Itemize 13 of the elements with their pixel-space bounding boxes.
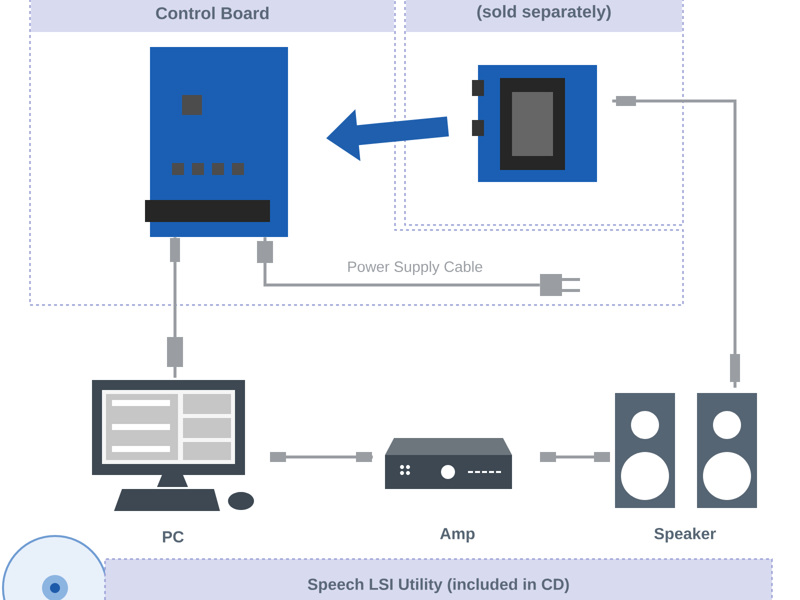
device-label: Amp bbox=[440, 528, 475, 542]
power-plug bbox=[540, 274, 580, 296]
arrow bbox=[612, 96, 740, 388]
utility-band: Speech LSI Utility (included in CD) bbox=[104, 558, 773, 600]
device-label: PC bbox=[162, 531, 184, 542]
arrow bbox=[270, 452, 373, 462]
arrow bbox=[540, 452, 610, 462]
arrow bbox=[167, 237, 183, 378]
edge-label: Power Supply Cable bbox=[346, 260, 484, 276]
arrow bbox=[257, 237, 540, 286]
device-label: Speaker bbox=[654, 528, 716, 542]
circuit-board-photo bbox=[472, 65, 597, 182]
circuit-board-photo bbox=[145, 47, 288, 237]
